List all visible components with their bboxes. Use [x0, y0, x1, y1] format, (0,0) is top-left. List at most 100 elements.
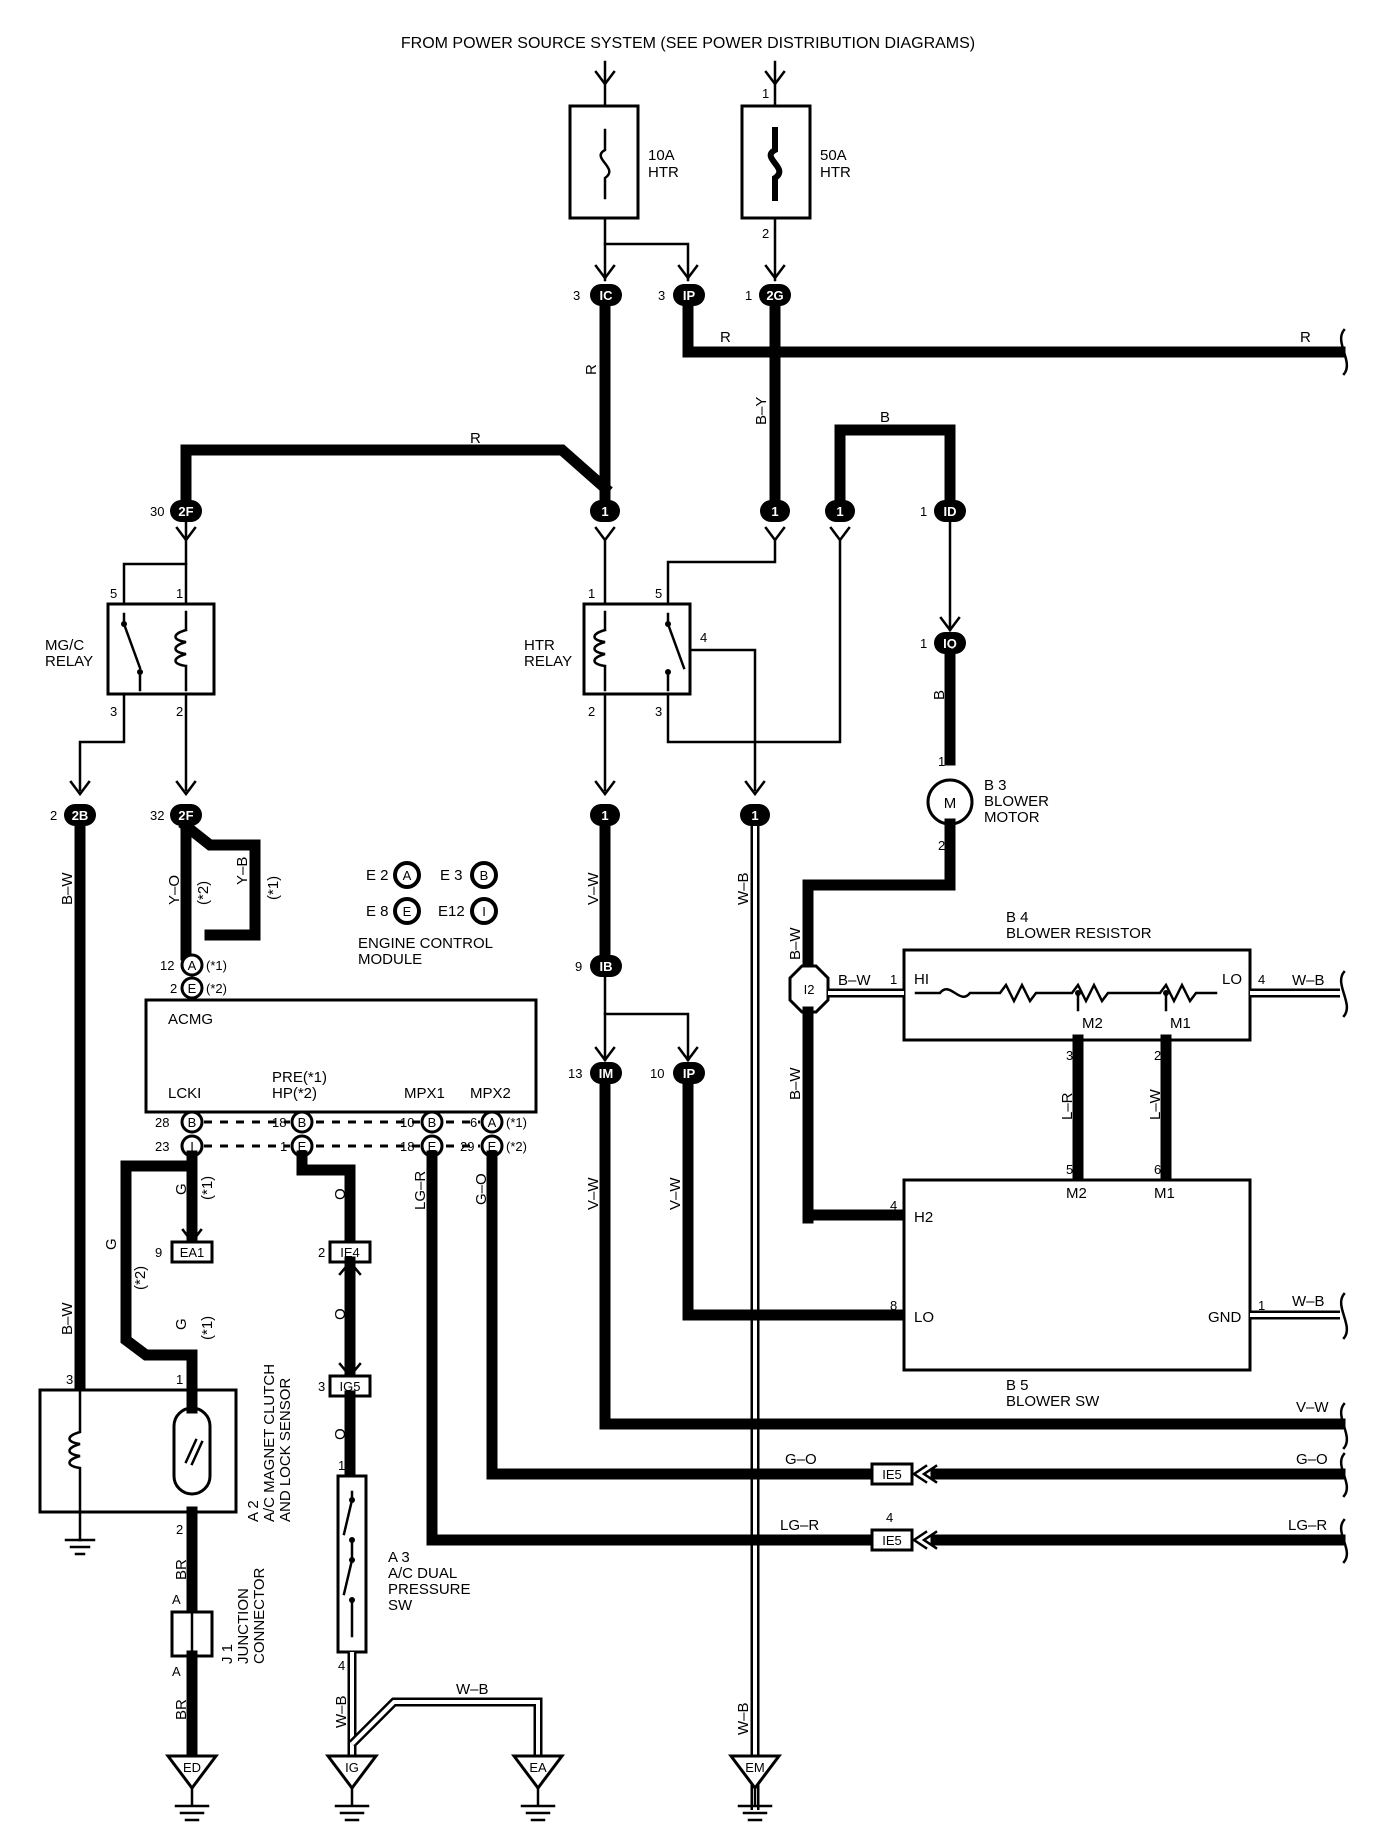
svg-text:E: E — [428, 1139, 437, 1154]
blower-switch: M2 M1 H2 LO GND 4 8 1 B 5 BLOWER SW — [890, 1178, 1265, 1410]
svg-text:1: 1 — [601, 808, 608, 823]
svg-text:AND LOCK SENSOR: AND LOCK SENSOR — [277, 1378, 294, 1522]
svg-text:(*1): (*1) — [265, 876, 282, 900]
svg-text:E 8: E 8 — [366, 903, 389, 920]
svg-text:EM: EM — [745, 1760, 765, 1775]
svg-text:4: 4 — [338, 1658, 345, 1673]
fuse-50a-group: 50A HTR 1 2 — [740, 60, 851, 241]
svg-text:A: A — [403, 868, 412, 883]
svg-text:4: 4 — [890, 1198, 897, 1213]
svg-text:B 5: B 5 — [1006, 1377, 1029, 1394]
svg-text:1: 1 — [280, 1139, 287, 1154]
svg-text:4: 4 — [886, 1510, 893, 1525]
svg-text:2B: 2B — [72, 808, 89, 823]
svg-text:MOTOR: MOTOR — [984, 809, 1040, 826]
wire-label-o-2: O — [332, 1308, 349, 1320]
svg-text:B 3: B 3 — [984, 777, 1007, 794]
svg-text:10: 10 — [650, 1066, 664, 1081]
svg-text:32: 32 — [150, 808, 164, 823]
svg-text:3: 3 — [658, 288, 665, 303]
svg-text:BLOWER RESISTOR: BLOWER RESISTOR — [1006, 925, 1152, 942]
wire-label-g-1: G — [173, 1183, 190, 1195]
svg-text:E 3: E 3 — [440, 867, 463, 884]
svg-text:1: 1 — [890, 972, 897, 987]
wire-label-r-edge: R — [1300, 329, 1311, 346]
svg-text:6: 6 — [470, 1115, 477, 1130]
wire-label-wb-resistor: W–B — [1292, 972, 1325, 989]
connector-ig5: IG5 3 — [318, 1374, 372, 1398]
fuse-10a-element — [599, 128, 611, 200]
svg-text:B: B — [188, 1115, 197, 1130]
svg-text:BLOWER SW: BLOWER SW — [1006, 1393, 1100, 1410]
svg-text:IE5: IE5 — [882, 1533, 902, 1548]
svg-text:5: 5 — [110, 586, 117, 601]
blower-motor: M 1 2 B 3 BLOWER MOTOR — [926, 754, 1049, 853]
svg-text:A/C MAGNET CLUTCH: A/C MAGNET CLUTCH — [261, 1364, 278, 1522]
svg-text:PRE(*1): PRE(*1) — [272, 1069, 327, 1086]
connector-1-d: 1 — [590, 804, 620, 826]
connector-iq: IQ 1 — [920, 632, 966, 654]
wire-label-yb: Y–B — [234, 857, 251, 885]
svg-text:A: A — [188, 958, 197, 973]
svg-text:5: 5 — [1066, 1162, 1073, 1177]
svg-text:ACMG: ACMG — [168, 1011, 213, 1028]
svg-text:1: 1 — [176, 1372, 183, 1387]
svg-text:H2: H2 — [914, 1209, 933, 1226]
svg-text:18: 18 — [400, 1139, 414, 1154]
wire-label-g-2: G — [103, 1238, 120, 1250]
svg-text:28: 28 — [155, 1115, 169, 1130]
wire-label-bw-left2: B–W — [59, 1302, 76, 1335]
svg-text:(*2): (*2) — [195, 881, 212, 905]
connector-ip-mid: IP 10 — [650, 1062, 705, 1084]
svg-text:8: 8 — [890, 1298, 897, 1313]
svg-text:IG: IG — [345, 1760, 359, 1775]
svg-text:MG/C: MG/C — [45, 637, 84, 654]
engine-control-module: ACMG LCKI PRE(*1) HP(*2) MPX1 MPX2 — [144, 998, 538, 1114]
wire-label-vw-mid: V–W — [585, 1177, 602, 1210]
svg-text:3: 3 — [655, 704, 662, 719]
svg-text:M2: M2 — [1066, 1185, 1087, 1202]
connector-id: ID 1 — [920, 500, 966, 522]
fuse-50a-pin2: 2 — [762, 226, 769, 241]
wire-label-lr: L–R — [1059, 1092, 1076, 1120]
svg-text:B: B — [298, 1115, 307, 1130]
svg-text:RELAY: RELAY — [524, 653, 572, 670]
svg-text:4: 4 — [1258, 972, 1265, 987]
wire-label-go-edge: G–O — [1296, 1451, 1328, 1468]
svg-text:2: 2 — [176, 704, 183, 719]
connector-ip-top: IP 3 — [658, 284, 705, 306]
connector-ie5-lgr: IE5 4 — [870, 1510, 914, 1552]
svg-text:A/C DUAL: A/C DUAL — [388, 1565, 457, 1582]
wire-label-wb-sw: W–B — [1292, 1293, 1325, 1310]
svg-text:HTR: HTR — [524, 637, 555, 654]
svg-text:CONNECTOR: CONNECTOR — [251, 1567, 268, 1664]
connector-ie4: IE4 2 — [318, 1240, 372, 1264]
svg-text:9: 9 — [155, 1245, 162, 1260]
svg-text:10: 10 — [400, 1115, 414, 1130]
svg-text:9: 9 — [575, 959, 582, 974]
svg-text:MPX2: MPX2 — [470, 1085, 511, 1102]
wire-label-b-top: B — [880, 409, 890, 426]
svg-text:IE4: IE4 — [340, 1245, 360, 1260]
connector-ic: IC 3 — [573, 284, 622, 306]
svg-text:2G: 2G — [766, 288, 783, 303]
svg-text:A 3: A 3 — [388, 1549, 410, 1566]
svg-text:IE5: IE5 — [882, 1467, 902, 1482]
connector-ib: IB 9 — [575, 955, 622, 977]
svg-text:HI: HI — [914, 971, 929, 988]
svg-text:2: 2 — [938, 838, 945, 853]
svg-text:1: 1 — [938, 754, 945, 769]
wire-label-yo: Y–O — [166, 875, 183, 905]
svg-text:M1: M1 — [1170, 1015, 1191, 1032]
svg-text:2: 2 — [588, 704, 595, 719]
svg-text:IM: IM — [599, 1066, 613, 1081]
svg-text:M2: M2 — [1082, 1015, 1103, 1032]
wire-label-b-motor: B — [931, 690, 948, 700]
svg-text:BLOWER: BLOWER — [984, 793, 1049, 810]
svg-text:JUNCTION: JUNCTION — [235, 1588, 252, 1664]
svg-text:(*1): (*1) — [206, 958, 227, 973]
svg-text:4: 4 — [700, 630, 707, 645]
wire-label-r-top: R — [470, 430, 481, 447]
svg-text:M: M — [944, 795, 957, 812]
svg-text:PRESSURE: PRESSURE — [388, 1581, 471, 1598]
